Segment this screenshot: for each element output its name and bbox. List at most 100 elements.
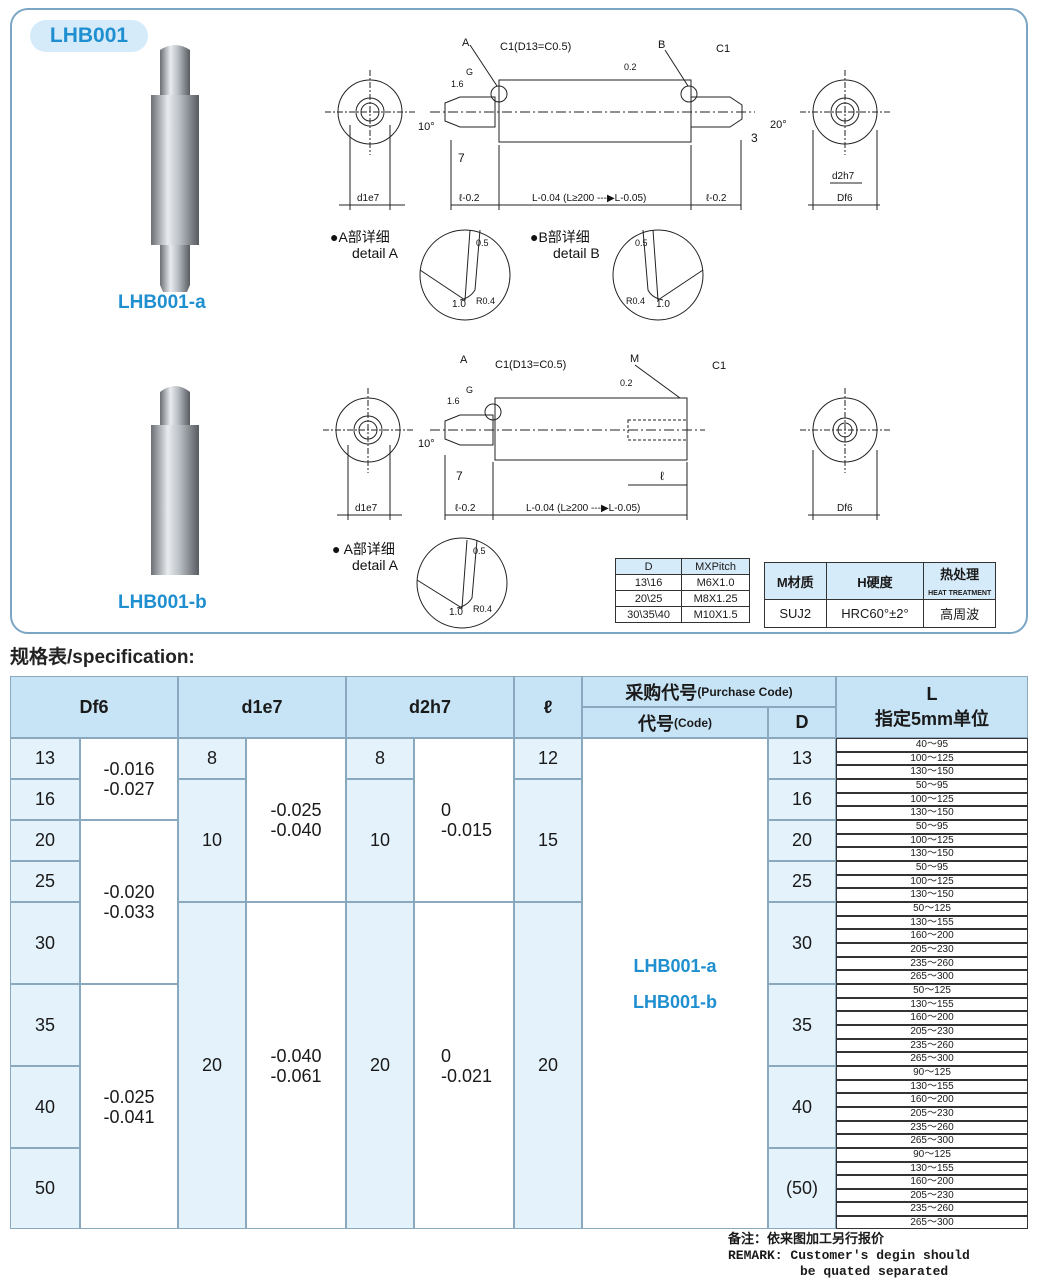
technical-drawings: A C1(D13=C0.5) B C1 0.2 1.6 G 10° 20° 7 … (323, 37, 890, 629)
d1-tolerance: -0.040 -0.061 (246, 902, 346, 1229)
det-b-r04: R0.4 (626, 296, 645, 306)
roughness-02-a: 0.2 (624, 62, 637, 72)
l-range-cell: 100～125 (836, 792, 1028, 807)
df-value: 13 (10, 738, 80, 779)
material-header: M材质 (764, 562, 827, 600)
roughness-02-b: 0.2 (620, 378, 633, 388)
df-value: 20 (10, 820, 80, 861)
pin-a-caption: LHB001-a (118, 292, 206, 313)
d-value: 13 (768, 738, 836, 779)
spec-title: 规格表/specification: (10, 647, 195, 668)
l-range-cell: 100～125 (836, 751, 1028, 766)
l-range-cell: 50～125 (836, 902, 1028, 916)
d2-value: 10 (346, 779, 414, 902)
header-purchase-code: 采购代号(Purchase Code) (582, 676, 836, 707)
d1-tolerance: -0.025 -0.040 (246, 738, 346, 902)
l-range-cell: 40～95 (836, 738, 1028, 752)
dim-7-a: 7 (458, 151, 465, 165)
l-range-cell: 130～150 (836, 806, 1028, 820)
l-range-cell: 130～155 (836, 1161, 1028, 1175)
l-tol-b: ℓ-0.2 (455, 503, 476, 514)
det-a-05: 0.5 (476, 238, 489, 248)
header-d1e7: d1e7 (178, 676, 346, 738)
d-value: 30 (768, 902, 836, 984)
thread-cell: 13\16 (614, 574, 683, 591)
d1e7-b: d1e7 (355, 503, 378, 514)
d2-tolerance: 0 -0.021 (414, 902, 514, 1229)
chamfer-c1-top: C1 (716, 43, 730, 55)
thread-header-d: D (614, 558, 683, 575)
df-value: 30 (10, 902, 80, 984)
l-range-cell: 235～260 (836, 1120, 1028, 1135)
d2-value: 20 (346, 902, 414, 1229)
det-b-05: 0.5 (635, 238, 648, 248)
l-range-cell: 100～125 (836, 833, 1028, 848)
l-range-cell: 90～125 (836, 1148, 1028, 1162)
g-b: G (466, 385, 473, 395)
hardness-header: H硬度 (825, 562, 925, 600)
product-codes: LHB001-a LHB001-b (582, 738, 768, 1229)
l-value: 20 (514, 902, 582, 1229)
detail-b-en: detail B (553, 245, 600, 261)
l-range-cell: 130～150 (836, 888, 1028, 902)
l-range-cell: 205～230 (836, 1107, 1028, 1121)
l-tol-a: ℓ-0.2 (459, 193, 480, 204)
l-range-cell: 130～155 (836, 997, 1028, 1012)
d1-value: 20 (178, 902, 246, 1229)
chamfer-a-top: C1(D13=C0.5) (500, 41, 571, 53)
hardness-value: HRC60°±2° (825, 599, 925, 628)
thread-header-pitch: MXPitch (681, 558, 750, 575)
detail-a-cn: ●A部详细 (330, 229, 390, 245)
d1-value: 10 (178, 779, 246, 902)
angle-20-a: 20° (770, 119, 787, 131)
det-a2-r04: R0.4 (473, 604, 492, 614)
thread-cell: 20\25 (614, 590, 683, 607)
detail-a-en-b: detail A (352, 557, 399, 573)
header-df6: Df6 (10, 676, 178, 738)
d2h7-a: d2h7 (832, 171, 855, 182)
d-value: 35 (768, 984, 836, 1066)
l-range-cell: 160～200 (836, 1011, 1028, 1025)
thread-cell: M10X1.5 (681, 606, 750, 623)
l-range-cell: 160～200 (836, 1093, 1028, 1107)
d-value: (50) (768, 1148, 836, 1229)
material-value: SUJ2 (764, 599, 827, 628)
header-d: D (768, 707, 836, 738)
df-value: 25 (10, 861, 80, 902)
det-a2-05: 0.5 (473, 546, 486, 556)
l-range-cell: 90～125 (836, 1066, 1028, 1080)
l-range-cell: 205～230 (836, 1188, 1028, 1202)
l-range-cell: 205～230 (836, 943, 1028, 957)
angle-10-b: 10° (418, 438, 435, 450)
l-range-cell: 265～300 (836, 1215, 1028, 1229)
df-tolerance: -0.016 -0.027 (80, 738, 178, 820)
remark-en-1: REMARK: Customer's degin should (728, 1248, 970, 1263)
angle-10-a: 10° (418, 121, 435, 133)
remark-cn: 备注：依来图加工另行报价 (728, 1232, 885, 1247)
g-a: G (466, 67, 473, 77)
dim-3-a: 3 (751, 131, 758, 145)
l-value: 15 (514, 779, 582, 902)
thread-cell: 30\35\40 (614, 606, 683, 623)
l-range-cell: 265～300 (836, 970, 1028, 984)
l-range-cell: 265～300 (836, 1134, 1028, 1148)
l-range-cell: 50～95 (836, 820, 1028, 834)
L-dim-b: L-0.04 (L≥200 ---▶L-0.05) (526, 503, 640, 514)
l-range-cell: 205～230 (836, 1025, 1028, 1039)
l-b: ℓ (660, 469, 664, 483)
d1e7-a: d1e7 (357, 193, 380, 204)
label-a-bottom: A (460, 354, 468, 366)
df-value: 35 (10, 984, 80, 1066)
chamfer-c1-bottom: C1 (712, 360, 726, 372)
det-b-10: 1.0 (656, 299, 670, 310)
d-value: 16 (768, 779, 836, 820)
d-value: 20 (768, 820, 836, 861)
d1-value: 8 (178, 738, 246, 779)
pin-b-caption: LHB001-b (118, 592, 207, 613)
df6-a: Df6 (837, 193, 853, 204)
detail-a-cn-b: ● A部详细 (332, 541, 395, 557)
roughness-16-a: 1.6 (451, 79, 464, 89)
